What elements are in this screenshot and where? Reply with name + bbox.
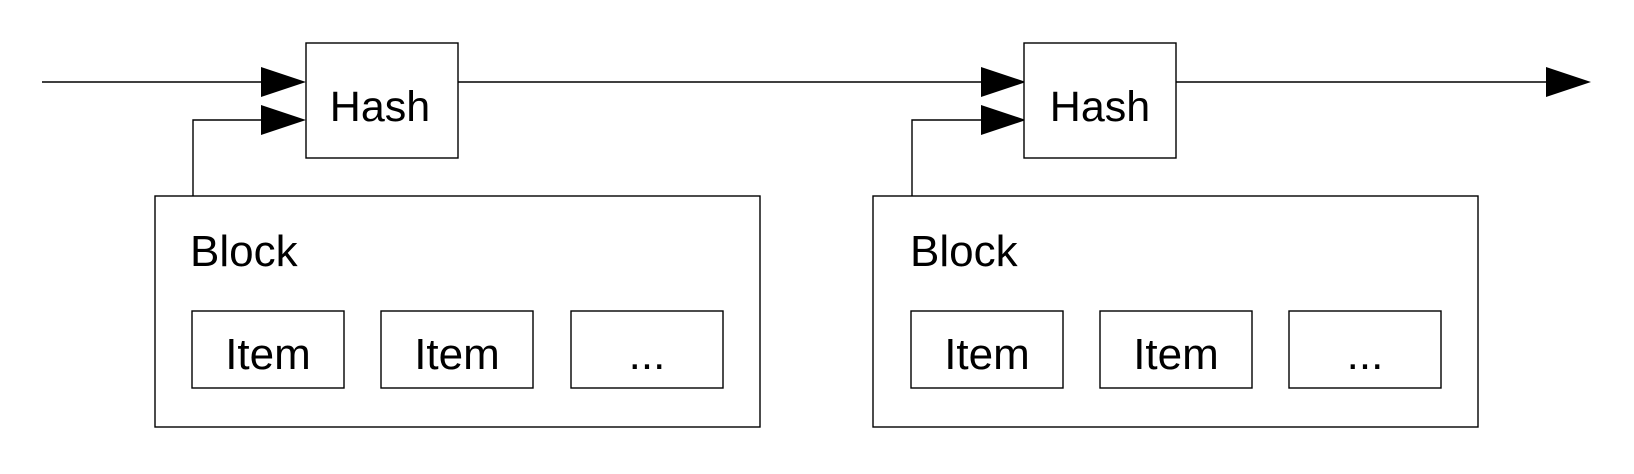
edge-hash-1-to-hash-2 [458, 67, 1026, 97]
hash-label-1: Hash [330, 83, 430, 131]
block-1-item-box-2 [380, 310, 534, 389]
hash-box-2: Hash [1023, 42, 1177, 159]
block-2-item-label-1: Item [944, 330, 1030, 379]
edge-hash-2-to-next [1176, 67, 1591, 97]
block-1-item-label-2: Item [414, 330, 500, 379]
block-1-item-label-3: ... [629, 330, 666, 379]
block-1-item-box-1 [191, 310, 345, 389]
block-box-1: Block Item Item ... [154, 195, 761, 428]
hash-box-1: Hash [305, 42, 459, 159]
block-box-2: Block Item Item ... [872, 195, 1479, 428]
block-2-item-box-2 [1099, 310, 1253, 389]
block-2-item-label-3: ... [1347, 330, 1384, 379]
block-1-item-label-1: Item [225, 330, 311, 379]
edge-block-1-to-hash-1 [192, 105, 306, 196]
block-label-1: Block [190, 227, 299, 276]
block-1-item-box-3 [570, 310, 724, 389]
block-2-item-label-2: Item [1133, 330, 1219, 379]
block-2-item-box-3 [1288, 310, 1442, 389]
edge-previous-to-hash-1 [42, 67, 306, 97]
hash-label-2: Hash [1050, 83, 1150, 131]
edge-block-2-to-hash-2 [911, 105, 1026, 196]
block-2-item-box-1 [910, 310, 1064, 389]
block-label-2: Block [910, 227, 1019, 276]
